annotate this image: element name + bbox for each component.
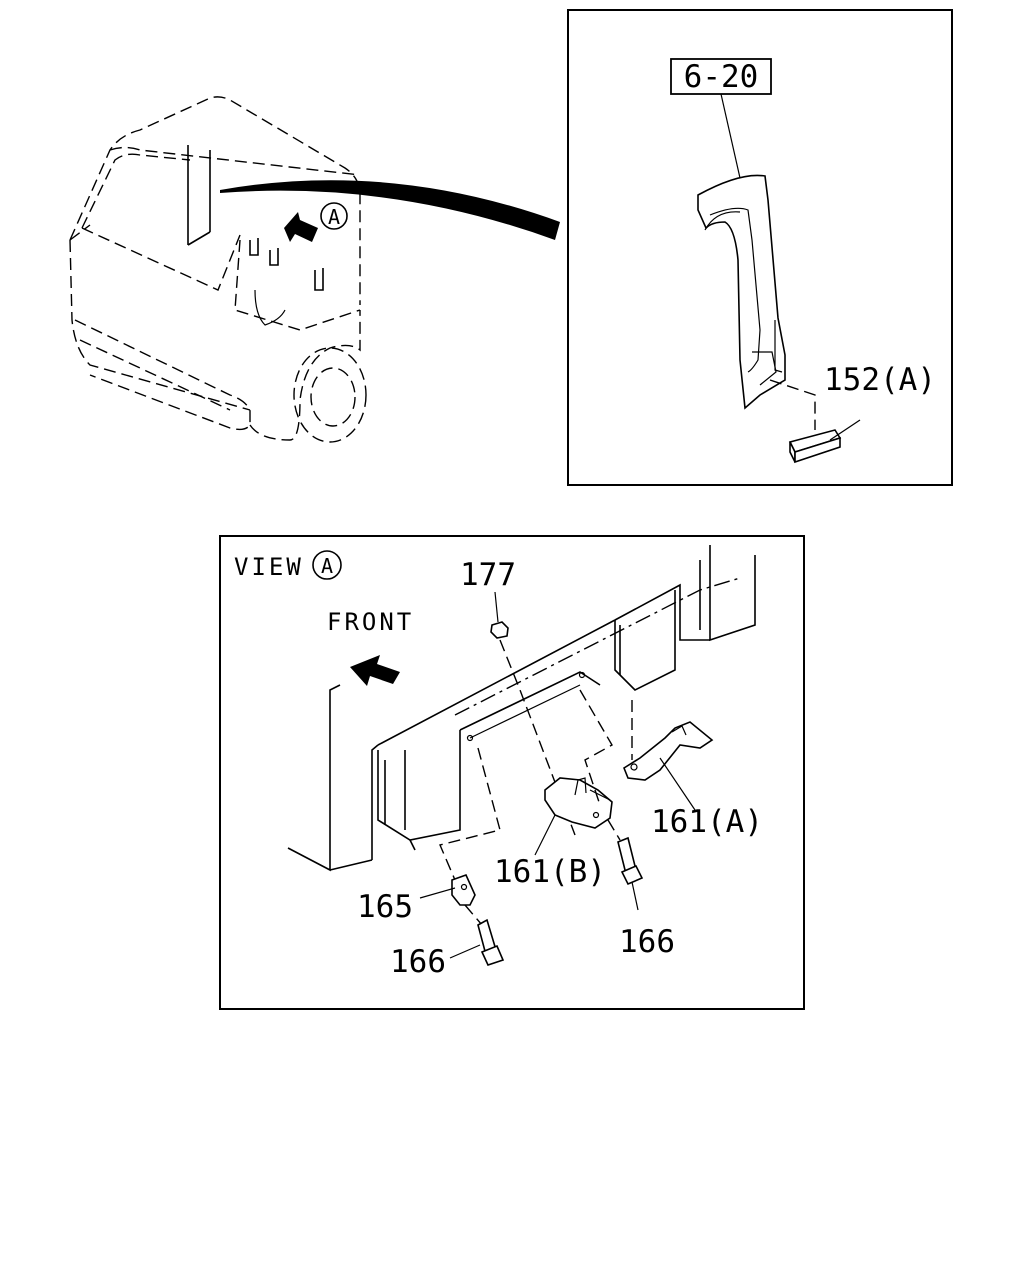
callout-165: 165: [357, 889, 413, 925]
callout-161b: 161(B): [494, 854, 606, 890]
front-label: FRONT: [327, 608, 414, 636]
ref-box: [670, 58, 772, 95]
callout-152a: 152(A): [824, 362, 936, 398]
pillar-trim-part: [697, 174, 786, 410]
callout-161a: 161(A): [651, 804, 763, 840]
ref-box-label: 6-20: [684, 59, 759, 95]
bracket-161a-part: [623, 721, 714, 781]
bracket-161b-part: [544, 777, 613, 829]
vehicle-overview: A: [69, 96, 560, 443]
view-title-marker: A: [321, 554, 333, 578]
leader-swoosh: [220, 180, 560, 240]
view-a-panel: VIEW A FRONT 177 161: [219, 535, 805, 1010]
front-arrow-icon: [350, 655, 400, 686]
view-title: VIEW: [234, 553, 304, 581]
inset-pillar-trim: 6-20 152(A): [567, 9, 953, 486]
view-marker-a: A: [328, 205, 340, 229]
view-arrow-icon: [284, 212, 318, 242]
callout-177: 177: [460, 557, 516, 593]
callout-166-right: 166: [619, 924, 675, 960]
callout-166-left: 166: [390, 944, 446, 980]
nut-177-part: [490, 621, 509, 639]
